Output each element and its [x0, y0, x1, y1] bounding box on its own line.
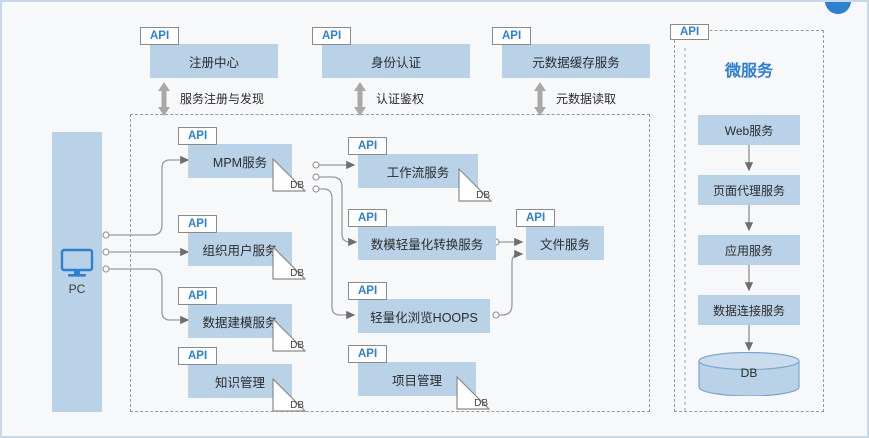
bidirectional-arrow-1 — [353, 82, 367, 116]
service-label: 身份认证 — [370, 55, 421, 70]
db-label: DB — [290, 268, 304, 279]
db-label: DB — [290, 180, 304, 191]
api-tag: API — [492, 27, 532, 45]
service-label: 轻量化浏览HOOPS — [370, 310, 478, 325]
ms-box-2[interactable]: 应用服务 — [698, 235, 800, 265]
db-label: DB — [476, 190, 490, 201]
relation-label-2: 元数据读取 — [556, 92, 617, 106]
service-label: 文件服务 — [539, 237, 590, 252]
api-tag: API — [178, 215, 218, 233]
service-label: 数模轻量化转换服务 — [370, 237, 484, 252]
service-mpm[interactable]: API MPM服务 DB — [178, 127, 307, 192]
api-tag: API — [348, 345, 388, 363]
api-tag: API — [348, 137, 388, 155]
microservice-title: 微服务 — [724, 63, 773, 80]
top-service-2[interactable]: API 元数据缓存服务 — [492, 27, 650, 78]
service-label: 数据建模服务 — [202, 315, 278, 330]
service-label: 项目管理 — [391, 373, 442, 388]
api-tag: API — [670, 24, 710, 40]
db-corner-icon: DB — [272, 245, 307, 280]
db-label: DB — [290, 340, 304, 351]
db-label: DB — [474, 398, 488, 409]
api-tag: API — [312, 27, 352, 45]
db-corner-icon: DB — [458, 167, 493, 202]
relation-label-1: 认证鉴权 — [376, 92, 425, 106]
service-project-mgmt[interactable]: API 项目管理 DB — [348, 345, 491, 410]
db-corner-icon: DB — [272, 377, 307, 412]
service-lightweight-convert[interactable]: API 数模轻量化转换服务 — [348, 209, 496, 260]
service-knowledge[interactable]: API 知识管理 DB — [178, 347, 307, 412]
service-org-user[interactable]: API 组织用户服务 DB — [178, 215, 307, 280]
top-service-1[interactable]: API 身份认证 — [312, 27, 470, 78]
api-tag: API — [348, 282, 388, 300]
service-data-modeling[interactable]: API 数据建模服务 DB — [178, 287, 307, 352]
db-corner-icon: DB — [456, 375, 491, 410]
top-service-0[interactable]: API 注册中心 — [140, 27, 278, 78]
service-label: 知识管理 — [214, 375, 265, 390]
api-tag: API — [178, 347, 218, 365]
api-tag: API — [178, 287, 218, 305]
service-hoops-viewer[interactable]: API 轻量化浏览HOOPS — [348, 282, 490, 333]
api-tag: API — [178, 127, 218, 145]
relation-label-0: 服务注册与发现 — [180, 92, 265, 106]
api-tag: API — [348, 209, 388, 227]
ms-box-0[interactable]: Web服务 — [698, 115, 800, 145]
core-services-panel — [130, 114, 650, 412]
db-corner-icon: DB — [272, 317, 307, 352]
db-label: DB — [290, 400, 304, 411]
ms-box-3[interactable]: 数据连接服务 — [698, 295, 800, 325]
decorative-circle — [825, 2, 851, 14]
service-label: 注册中心 — [188, 55, 239, 70]
database-cylinder: DB — [698, 351, 800, 397]
monitor-icon — [60, 248, 94, 277]
service-workflow[interactable]: API 工作流服务 DB — [348, 137, 493, 202]
service-label: MPM服务 — [212, 155, 268, 170]
bidirectional-arrow-0 — [157, 82, 171, 116]
service-label: 工作流服务 — [386, 165, 450, 180]
pc-label: PC — [68, 282, 86, 296]
api-tag: API — [140, 27, 180, 45]
service-label: 元数据缓存服务 — [532, 55, 620, 70]
ms-box-1[interactable]: 页面代理服务 — [698, 175, 800, 205]
pc-client: PC — [52, 132, 102, 412]
service-label: 组织用户服务 — [202, 243, 278, 258]
db-label: DB — [740, 366, 758, 380]
microservice-panel — [674, 30, 824, 412]
db-corner-icon: DB — [272, 157, 307, 192]
api-tag: API — [516, 209, 556, 227]
bidirectional-arrow-2 — [533, 82, 547, 116]
service-file[interactable]: API 文件服务 — [516, 209, 604, 260]
